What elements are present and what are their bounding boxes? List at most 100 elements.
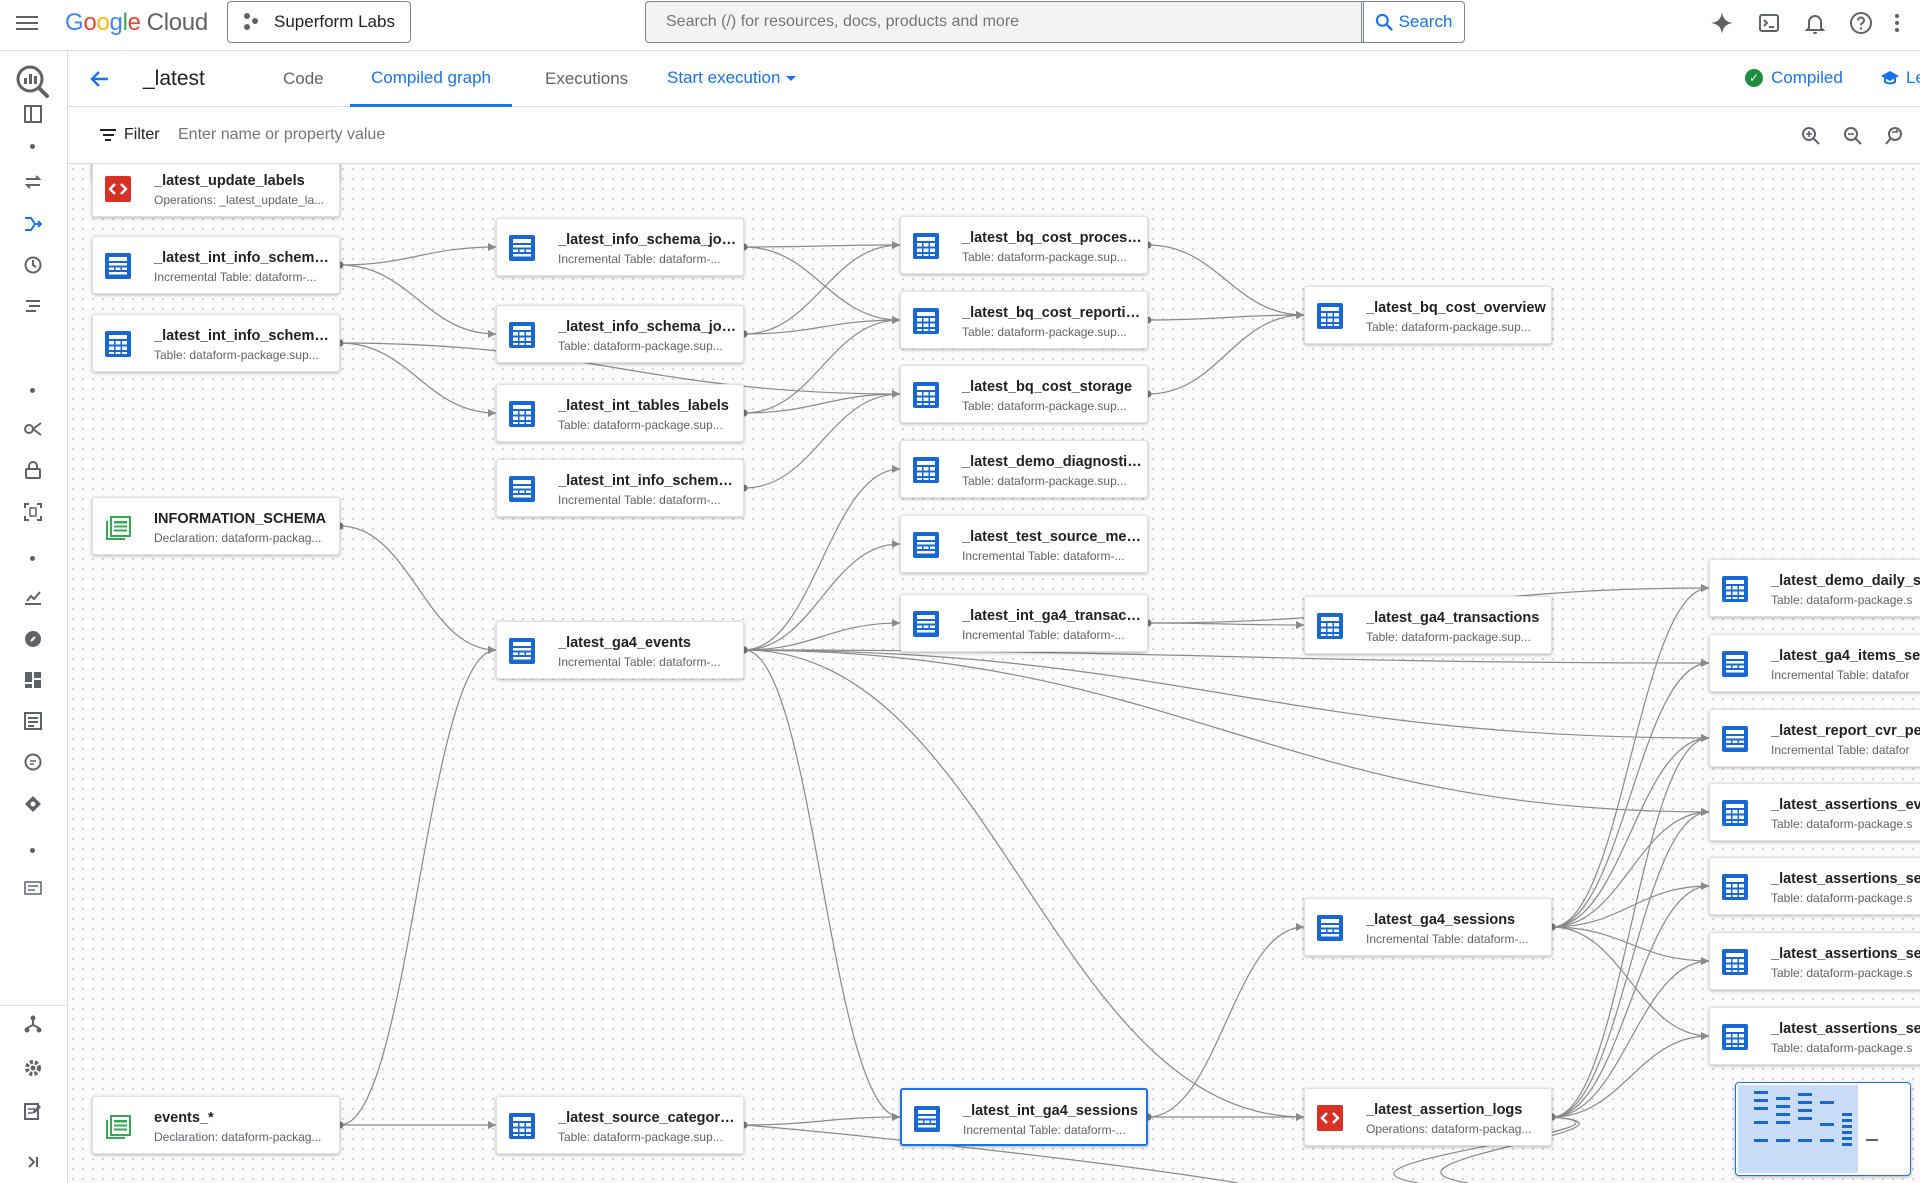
node-title: _latest_assertions_eve — [1771, 797, 1920, 813]
search-button[interactable]: Search — [1361, 1, 1465, 43]
node-title: _latest_assertions_ses — [1771, 946, 1920, 962]
graph-node-report-cvr-per[interactable]: _latest_report_cvr_per_Incremental Table… — [1709, 709, 1920, 767]
dataform-pipelines-icon[interactable] — [22, 213, 44, 235]
node-title: _latest_assertion_logs — [1366, 1102, 1523, 1118]
filter-input[interactable] — [178, 119, 678, 151]
gemini-sparkle-icon[interactable] — [1709, 10, 1735, 36]
graph-node-info-schema-job-2[interactable]: _latest_info_schema_job...Table: datafor… — [496, 305, 744, 363]
chat-conversation-icon[interactable] — [22, 751, 44, 773]
explore-compass-icon[interactable] — [22, 628, 44, 650]
bigquery-logo-icon[interactable] — [14, 63, 50, 99]
help-icon[interactable] — [1848, 10, 1874, 36]
graph-edge — [339, 246, 497, 266]
start-execution-dropdown[interactable]: Start execution — [667, 68, 797, 88]
graph-edge — [743, 622, 901, 651]
search-box[interactable] — [645, 1, 1364, 43]
notifications-bell-icon[interactable] — [1802, 10, 1828, 36]
workflows-icon[interactable] — [22, 295, 44, 317]
graph-node-test-source-medium[interactable]: _latest_test_source_medi...Incremental T… — [900, 515, 1148, 573]
scheduled-queries-icon[interactable] — [22, 254, 44, 276]
table-icon — [1721, 948, 1749, 976]
graph-node-int-ga4-transactions[interactable]: _latest_int_ga4_transacti...Incremental … — [900, 594, 1148, 652]
data-transfers-icon[interactable] — [22, 171, 44, 193]
node-title: _latest_test_source_medi... — [962, 529, 1142, 545]
hierarchy-icon[interactable] — [22, 1013, 44, 1035]
table-icon — [508, 321, 536, 349]
more-vert-icon[interactable] — [1884, 10, 1910, 36]
dataplex-diamond-icon[interactable] — [22, 793, 44, 815]
graph-node-int-info-schema-3[interactable]: _latest_int_info_schema_...Incremental T… — [496, 459, 744, 517]
cloud-shell-icon[interactable] — [1756, 10, 1782, 36]
check-circle-icon: ✓ — [1745, 69, 1763, 87]
analytics-hub-icon[interactable] — [22, 418, 44, 440]
node-title: _latest_report_cvr_per_ — [1771, 723, 1920, 739]
project-picker-button[interactable]: Superform Labs — [227, 1, 411, 43]
policy-lock-icon[interactable] — [22, 459, 44, 481]
incremental-table-icon — [508, 475, 536, 503]
table-icon — [912, 381, 940, 409]
edge-arrowhead — [892, 390, 900, 398]
filter-button[interactable]: Filter — [100, 126, 160, 144]
graph-edge — [1551, 885, 1710, 928]
search-button-label: Search — [1398, 12, 1453, 31]
notes-edit-icon[interactable] — [22, 1100, 44, 1122]
table-icon — [508, 400, 536, 428]
tab-compiled-graph[interactable]: Compiled graph — [350, 51, 513, 107]
learn-button[interactable]: Le — [1880, 68, 1920, 88]
table-icon — [912, 307, 940, 335]
monitoring-chart-icon[interactable] — [22, 586, 44, 608]
back-arrow-icon[interactable] — [88, 67, 112, 91]
overview-icon[interactable] — [22, 103, 44, 125]
data-profile-icon[interactable] — [22, 501, 44, 523]
release-notes-icon[interactable] — [22, 877, 44, 899]
graph-edge — [743, 246, 901, 321]
graph-node-info-schema-job-1[interactable]: _latest_info_schema_job...Incremental Ta… — [496, 218, 744, 276]
graph-edge — [743, 319, 901, 335]
main-menu-icon[interactable] — [14, 12, 40, 38]
graph-minimap[interactable] — [1735, 1082, 1911, 1176]
graph-edge — [743, 468, 901, 651]
graph-node-int-info-schema-2[interactable]: _latest_int_info_schema_...Table: datafo… — [92, 314, 340, 372]
node-subtitle: Incremental Table: dataform-... — [558, 655, 721, 669]
graph-node-int-info-schema-1[interactable]: _latest_int_info_schema_...Incremental T… — [92, 236, 340, 294]
tab-executions[interactable]: Executions — [545, 69, 629, 88]
expand-rail-icon[interactable] — [22, 1151, 44, 1173]
school-cap-icon — [1881, 71, 1899, 85]
zoom-in-icon[interactable] — [1801, 126, 1821, 146]
graph-node-events-star[interactable]: events_*Declaration: dataform-packag... — [92, 1096, 340, 1154]
compiled-status[interactable]: ✓ Compiled — [1745, 68, 1843, 88]
graph-node-bq-cost-processing[interactable]: _latest_bq_cost_processi...Table: datafo… — [900, 216, 1148, 274]
table-list-icon[interactable] — [22, 710, 44, 732]
search-input[interactable] — [666, 13, 1363, 31]
edge-arrowhead — [488, 1121, 496, 1129]
settings-gear-icon[interactable] — [22, 1057, 44, 1079]
table-icon — [1721, 1023, 1749, 1051]
dashboard-grid-icon[interactable] — [22, 669, 44, 691]
zoom-reset-icon[interactable] — [1885, 126, 1905, 146]
tab-code[interactable]: Code — [283, 69, 324, 88]
graph-edge — [1551, 1035, 1710, 1118]
node-subtitle: Table: dataform-package.sup... — [1366, 320, 1531, 334]
zoom-out-icon[interactable] — [1843, 126, 1863, 146]
